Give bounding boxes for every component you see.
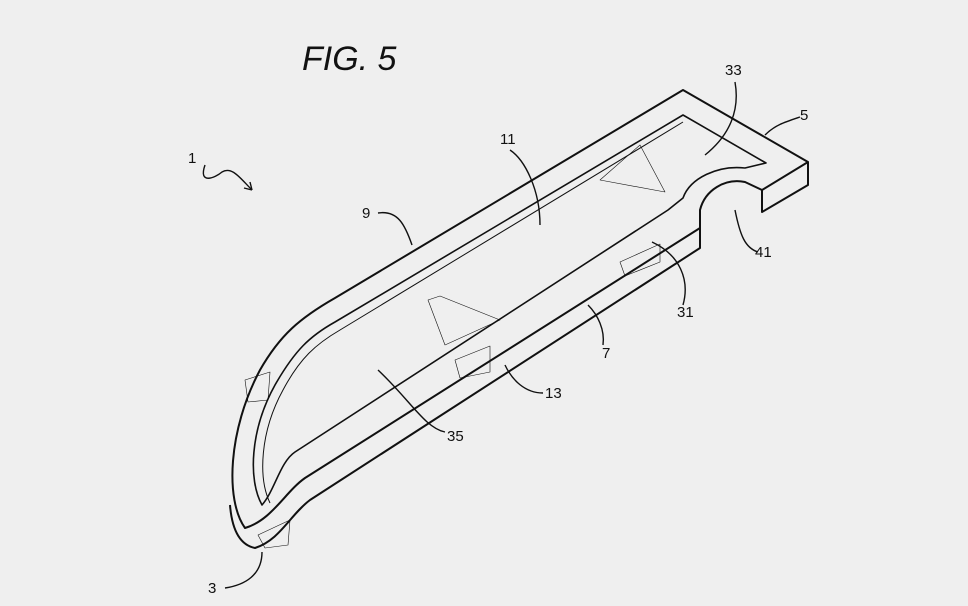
outer-top-outline — [231, 89, 809, 529]
ref-label-13: 13 — [545, 385, 562, 402]
side-thickness — [229, 162, 809, 549]
leader-lines — [202, 81, 801, 589]
ref-label-1: 1 — [188, 150, 197, 167]
ref-label-3: 3 — [208, 580, 217, 597]
figure-title: FIG. 5 — [302, 40, 397, 78]
ref-label-41: 41 — [755, 244, 772, 261]
ref-label-33: 33 — [725, 62, 742, 79]
ref-label-5: 5 — [800, 107, 809, 124]
shading-hatch — [244, 144, 666, 549]
ref-label-7: 7 — [602, 345, 611, 362]
ref-label-35: 35 — [447, 428, 464, 445]
inner-recess — [252, 114, 767, 506]
ref-label-31: 31 — [677, 304, 694, 321]
ref-label-11: 11 — [500, 131, 516, 148]
ref-label-9: 9 — [362, 205, 371, 222]
inner-recess-edge — [262, 121, 684, 504]
